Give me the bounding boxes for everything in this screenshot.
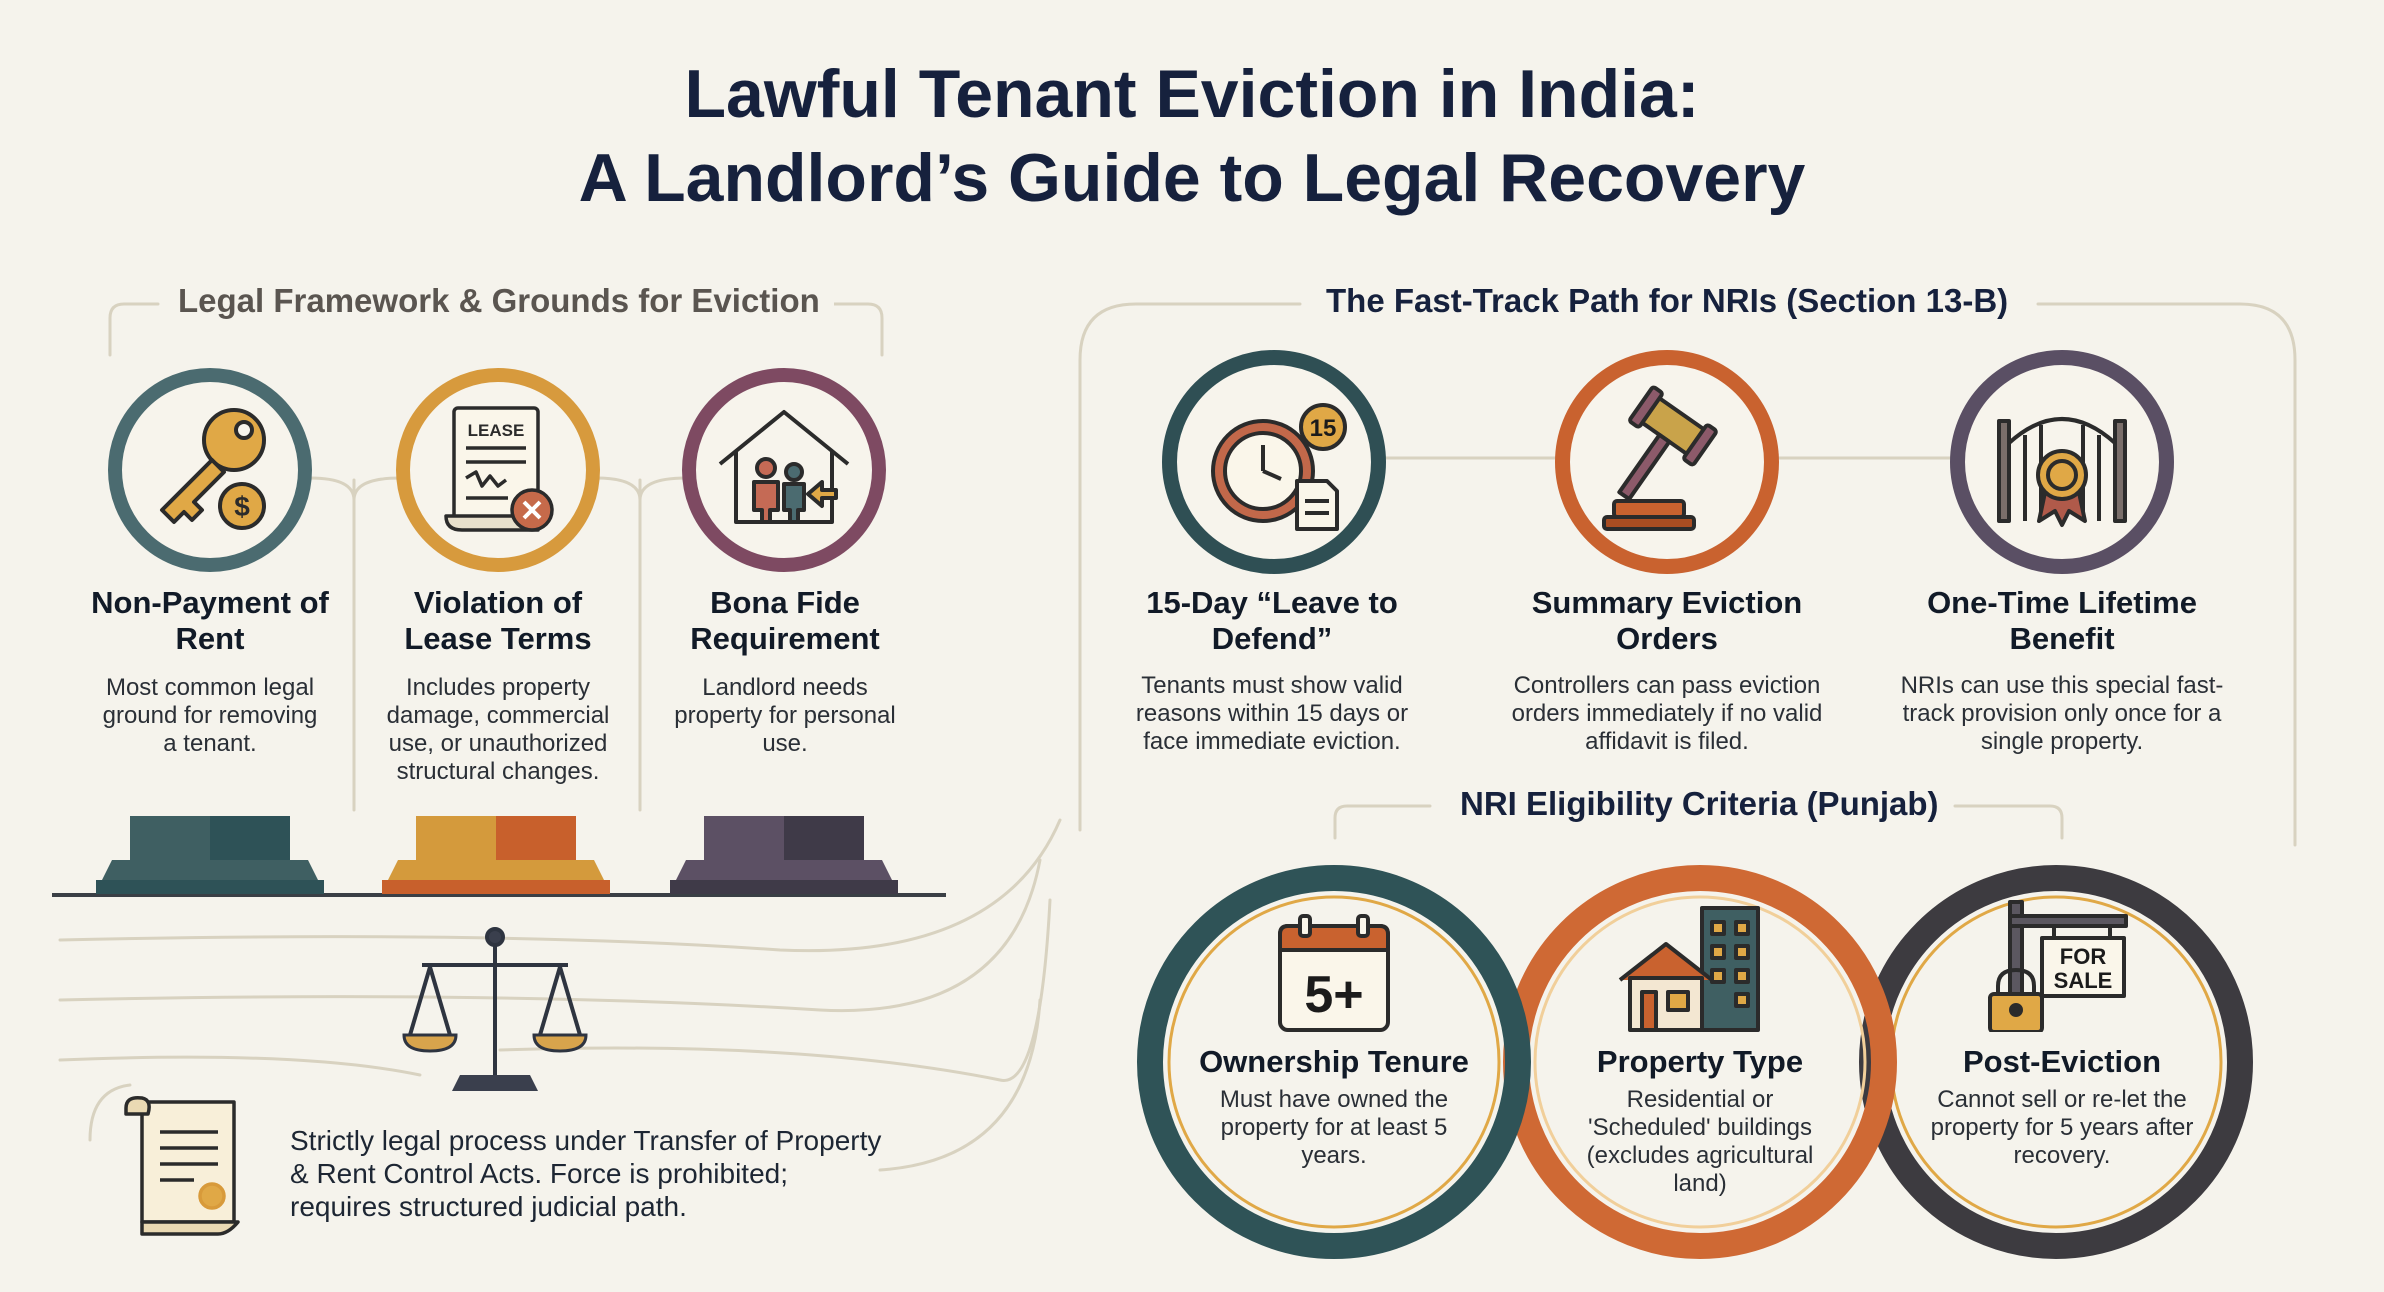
legal-framework-heading: Legal Framework & Grounds for Eviction (164, 282, 834, 320)
calendar-5plus-icon: 5+ (1278, 914, 1390, 1032)
nri-step-title: 15-Day “Leave to Defend” (1146, 585, 1398, 656)
svg-text:SALE: SALE (2054, 968, 2113, 993)
svg-text:5+: 5+ (1304, 966, 1363, 1024)
ground-desc: Most common legal ground for removing a … (102, 674, 318, 757)
svg-text:FOR: FOR (2060, 944, 2107, 969)
scroll-document-icon (124, 1095, 240, 1236)
scales-of-justice-icon (402, 927, 588, 1091)
page-title-line1: Lawful Tenant Eviction in India: (684, 56, 1700, 132)
lease-document-icon: LEASE (444, 406, 554, 532)
for-sale-sign-icon: FOR SALE (1988, 900, 2128, 1032)
ground-title: Bona Fide Requirement (690, 585, 880, 656)
eligibility-desc: Residential or 'Scheduled' buildings (ex… (1586, 1086, 1814, 1197)
eligibility-desc: Cannot sell or re-let the property for 5… (1930, 1086, 2194, 1169)
nri-step-desc: NRIs can use this special fast-track pro… (1900, 672, 2224, 755)
eligibility-title: Post-Eviction (1962, 1044, 2162, 1079)
nri-step-desc: Controllers can pass eviction orders imm… (1511, 672, 1823, 755)
ground-desc: Landlord needs property for personal use… (674, 674, 896, 757)
page-title-line2: A Landlord’s Guide to Legal Recovery (578, 140, 1806, 216)
nri-step-desc: Tenants must show valid reasons within 1… (1135, 672, 1409, 755)
house-family-icon (718, 410, 850, 524)
nri-fast-track-heading: The Fast-Track Path for NRIs (Section 13… (1312, 282, 2023, 320)
ground-title: Violation of Lease Terms (404, 585, 592, 656)
gate-seal-icon (1997, 417, 2127, 527)
eligibility-title: Property Type (1596, 1044, 1804, 1079)
svg-text:15: 15 (1310, 415, 1337, 442)
clock-document-icon: 15 (1211, 403, 1347, 531)
gavel-icon (1602, 385, 1718, 531)
nri-step-title: One-Time Lifetime Benefit (1927, 585, 2197, 656)
svg-text:LEASE: LEASE (468, 421, 525, 440)
eligibility-title: Ownership Tenure (1199, 1044, 1469, 1079)
ground-title: Non-Payment of Rent (91, 585, 329, 656)
buildings-icon (1618, 906, 1760, 1032)
legal-process-note: Strictly legal process under Transfer of… (290, 1125, 882, 1222)
eligibility-heading: NRI Eligibility Criteria (Punjab) (1446, 785, 1953, 823)
ground-desc: Includes property damage, commercial use… (386, 674, 610, 785)
eligibility-desc: Must have owned the property for at leas… (1219, 1086, 1449, 1169)
svg-text:$: $ (234, 491, 250, 522)
nri-step-title: Summary Eviction Orders (1531, 585, 1803, 656)
key-dollar-icon: $ (160, 408, 266, 530)
